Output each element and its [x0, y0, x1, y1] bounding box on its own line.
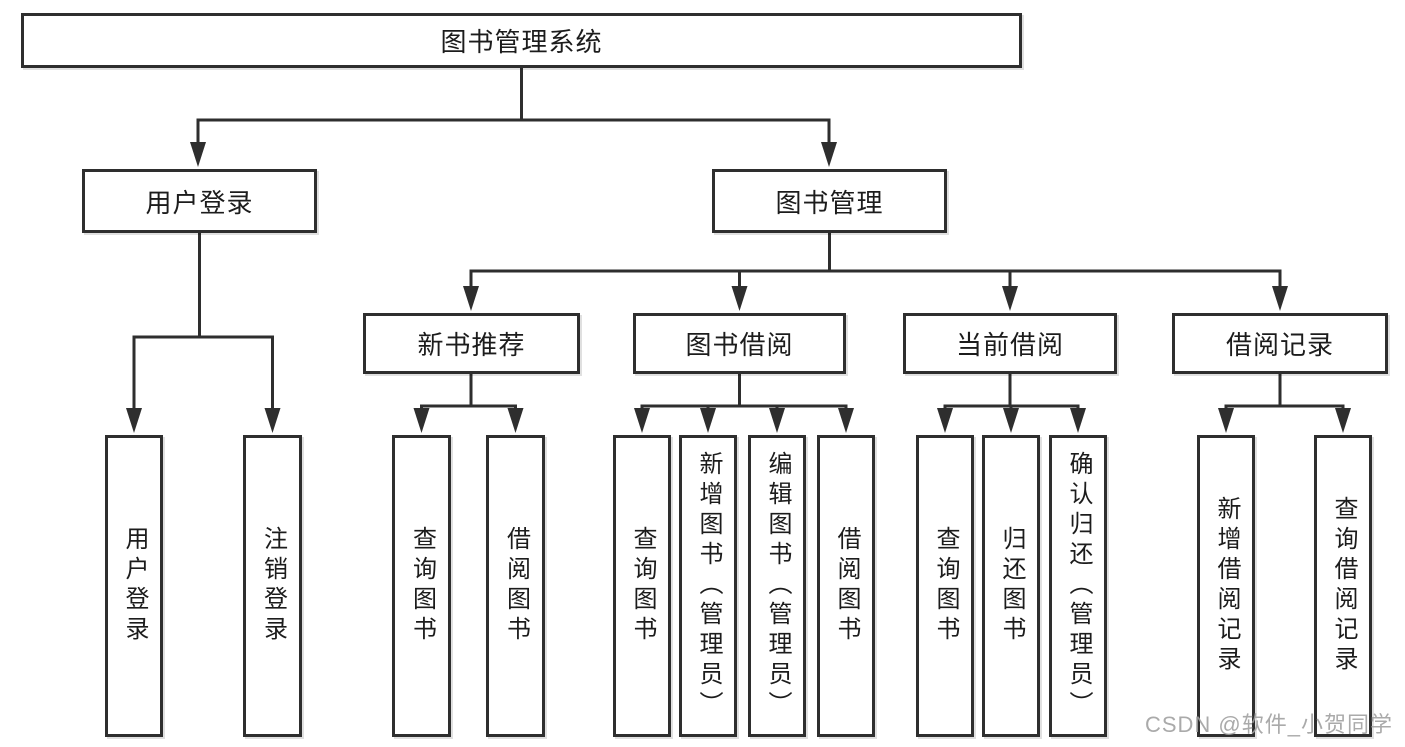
- arrowheads: [126, 142, 1351, 433]
- node-new-book-recommend: 新书推荐: [363, 313, 580, 374]
- leaf-query-books-borrow: 查询图书: [613, 435, 671, 737]
- leaf-add-borrow-record: 新增借阅记录: [1197, 435, 1255, 737]
- leaf-label: 查询图书: [408, 526, 436, 646]
- leaf-label: 查询图书: [629, 526, 656, 646]
- leaf-label: 注销登录: [259, 526, 287, 646]
- node-borrow-records: 借阅记录: [1172, 313, 1388, 374]
- leaf-label: 归还图书: [998, 526, 1025, 646]
- leaf-label: 借阅图书: [502, 526, 530, 646]
- node-current-borrow: 当前借阅: [903, 313, 1117, 374]
- leaf-label: 用户登录: [121, 526, 148, 646]
- node-user-login: 用户登录: [82, 169, 317, 233]
- leaf-confirm-return-admin: 确认归还（管理员）: [1049, 435, 1107, 737]
- leaf-label: 查询借阅记录: [1330, 496, 1357, 676]
- csdn-watermark: CSDN @软件_小贺同学: [1144, 712, 1393, 737]
- leaf-borrow-books-recommend: 借阅图书: [486, 435, 545, 737]
- node-book-borrow: 图书借阅: [633, 313, 846, 374]
- leaf-edit-books-admin: 编辑图书（管理员）: [748, 435, 806, 737]
- node-root-system: 图书管理系统: [21, 13, 1022, 68]
- leaf-label: 新增图书（管理员）: [695, 451, 722, 721]
- leaf-query-books-current: 查询图书: [916, 435, 974, 737]
- leaf-user-login: 用户登录: [105, 435, 163, 737]
- leaf-add-books-admin: 新增图书（管理员）: [679, 435, 737, 737]
- node-book-management: 图书管理: [712, 169, 947, 233]
- leaf-query-borrow-record: 查询借阅记录: [1314, 435, 1372, 737]
- leaf-logout: 注销登录: [243, 435, 302, 737]
- leaf-label: 确认归还（管理员）: [1065, 451, 1092, 721]
- leaf-return-books: 归还图书: [982, 435, 1040, 737]
- leaf-label: 编辑图书（管理员）: [764, 451, 791, 721]
- leaf-label: 借阅图书: [833, 526, 860, 646]
- leaf-label: 新增借阅记录: [1213, 496, 1240, 676]
- leaf-query-books-recommend: 查询图书: [392, 435, 451, 737]
- leaf-borrow-books: 借阅图书: [817, 435, 875, 737]
- leaf-label: 查询图书: [932, 526, 959, 646]
